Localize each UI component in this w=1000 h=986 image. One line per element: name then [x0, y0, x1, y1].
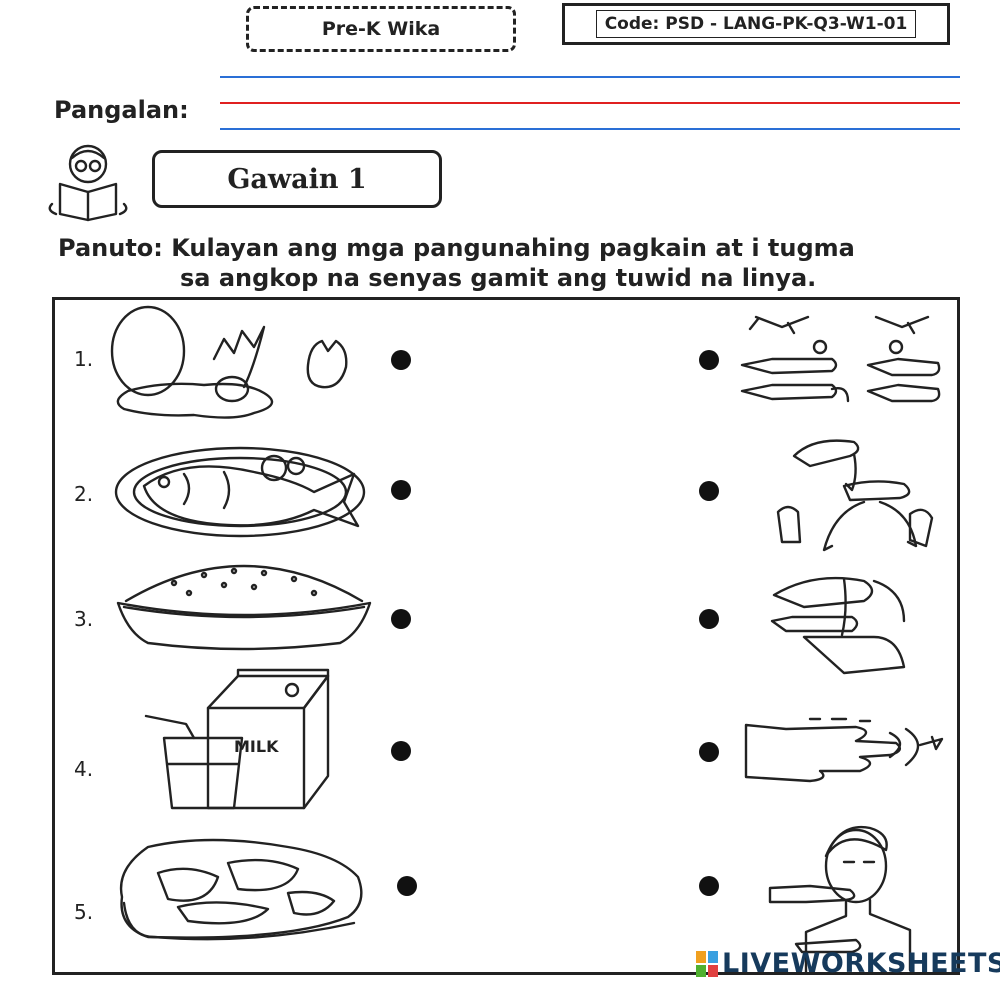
left-match-dot-1[interactable]	[391, 350, 411, 370]
name-label: Pangalan:	[54, 96, 189, 124]
brand-label: Pre-K Wika	[321, 18, 441, 40]
item-number-4: 4.	[74, 757, 94, 781]
milk-carton-label: MILK	[234, 737, 279, 756]
name-line-top	[220, 76, 960, 78]
right-match-dot-5[interactable]	[699, 876, 719, 896]
liveworksheets-logo-icon	[696, 950, 718, 977]
instructions-line-2: sa angkop na senyas gamit ang tuwid na l…	[180, 264, 817, 292]
instructions-line-1: Panuto: Kulayan ang mga pangunahing pagk…	[58, 234, 855, 262]
activity-title: Gawain 1	[227, 163, 367, 195]
item-number-1: 1.	[74, 347, 94, 371]
sign-hands-icon	[770, 576, 906, 675]
fish-plate-icon	[114, 446, 366, 538]
sign-hands-icon	[768, 825, 912, 974]
sign-hands-icon	[744, 717, 944, 783]
left-match-dot-4[interactable]	[391, 741, 411, 761]
milk-icon: MILK	[144, 668, 330, 810]
liveworksheets-watermark: LIVEWORKSHEETS	[696, 948, 1000, 979]
egg-icon	[110, 305, 348, 419]
left-match-dot-5[interactable]	[397, 876, 417, 896]
item-number-5: 5.	[74, 900, 94, 924]
item-number-2: 2.	[74, 482, 94, 506]
right-match-dot-1[interactable]	[699, 350, 719, 370]
watermark-text: LIVEWORKSHEETS	[722, 948, 1000, 979]
item-number-3: 3.	[74, 607, 94, 631]
name-input-area[interactable]	[220, 70, 960, 134]
brand-label-box: Pre-K Wika	[246, 6, 516, 52]
code-box: Code: PSD - LANG-PK-Q3-W1-01	[562, 3, 950, 45]
sign-hands-icon	[740, 315, 941, 403]
right-match-dot-3[interactable]	[699, 609, 719, 629]
code-label: Code: PSD - LANG-PK-Q3-W1-01	[595, 10, 917, 38]
matching-frame	[52, 297, 960, 975]
sign-hands-icon	[776, 439, 934, 552]
name-line-bottom	[220, 128, 960, 130]
rice-bowl-icon	[116, 564, 372, 651]
right-match-dot-4[interactable]	[699, 742, 719, 762]
right-match-dot-2[interactable]	[699, 481, 719, 501]
activity-title-box: Gawain 1	[152, 150, 442, 208]
left-match-dot-3[interactable]	[391, 609, 411, 629]
meat-icon	[119, 838, 363, 941]
reading-child-icon	[48, 144, 128, 222]
left-match-dot-2[interactable]	[391, 480, 411, 500]
name-line-middle	[220, 102, 960, 104]
